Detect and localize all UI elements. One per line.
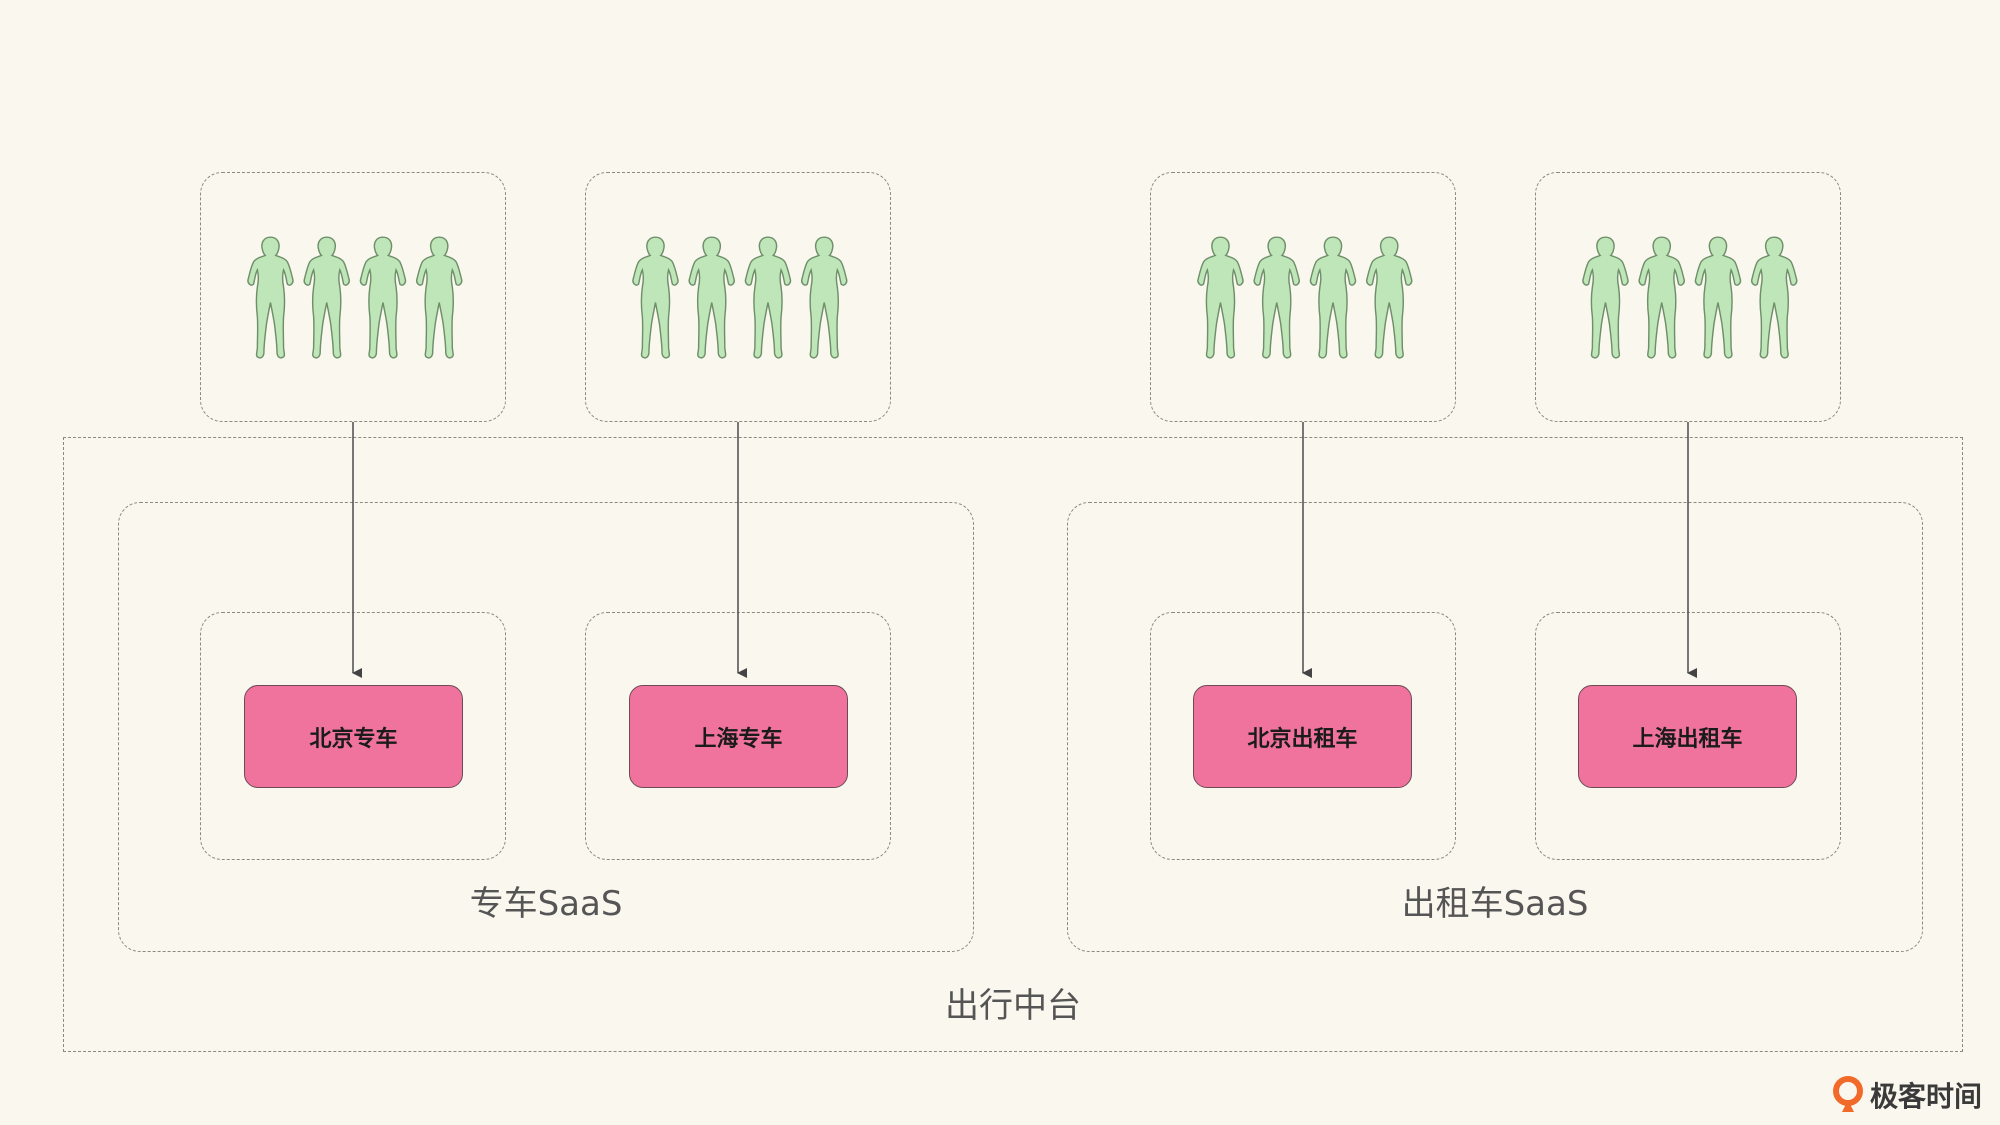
brand-logo: 极客时间: [1832, 1075, 1982, 1115]
person-silhouette-icon: [1638, 236, 1685, 359]
person-silhouette-icon: [688, 236, 735, 359]
person-silhouette-icon: [1197, 236, 1244, 359]
person-silhouette-icon: [1751, 236, 1798, 359]
saas-group-chuzuche: [1067, 502, 1923, 952]
users-4: [1578, 232, 1803, 368]
person-silhouette-icon: [359, 236, 407, 359]
tenant-beijing-zhuanche: 北京专车: [244, 685, 463, 788]
tenant-beijing-chuzuche: 北京出租车: [1193, 685, 1412, 788]
person-silhouette-icon: [1253, 236, 1300, 359]
tenant-shanghai-zhuanche: 上海专车: [629, 685, 848, 788]
tenant-shanghai-chuzuche: 上海出租车: [1578, 685, 1797, 788]
person-silhouette-icon: [1309, 236, 1357, 359]
platform-label: 出行中台: [945, 986, 1081, 1026]
person-silhouette-icon: [1582, 236, 1629, 359]
person-silhouette-icon: [247, 236, 294, 359]
person-silhouette-icon: [801, 236, 848, 359]
users-2: [628, 232, 853, 368]
users-1: [243, 232, 468, 368]
geektime-logo-icon: [1832, 1076, 1863, 1112]
person-silhouette-icon: [744, 236, 792, 359]
user-group-4: [1535, 172, 1841, 422]
person-group-icons: [1582, 236, 1798, 359]
saas-group-label-chuzuche: 出租车SaaS: [1401, 884, 1589, 924]
saas-group-zhuanche: [118, 502, 974, 952]
saas-group-label-zhuanche: 专车SaaS: [469, 884, 623, 924]
user-group-3: [1150, 172, 1456, 422]
platform-container: [63, 437, 1963, 1052]
user-group-2: [585, 172, 891, 422]
user-group-1: [200, 172, 506, 422]
person-silhouette-icon: [303, 236, 350, 359]
person-silhouette-icon: [632, 236, 679, 359]
person-group-icons: [247, 236, 463, 359]
person-silhouette-icon: [1366, 236, 1413, 359]
person-silhouette-icon: [1694, 236, 1742, 359]
users-3: [1193, 232, 1418, 368]
person-silhouette-icon: [416, 236, 463, 359]
person-group-icons: [1197, 236, 1413, 359]
person-group-icons: [632, 236, 848, 359]
brand-name: 极客时间: [1869, 1080, 1982, 1113]
